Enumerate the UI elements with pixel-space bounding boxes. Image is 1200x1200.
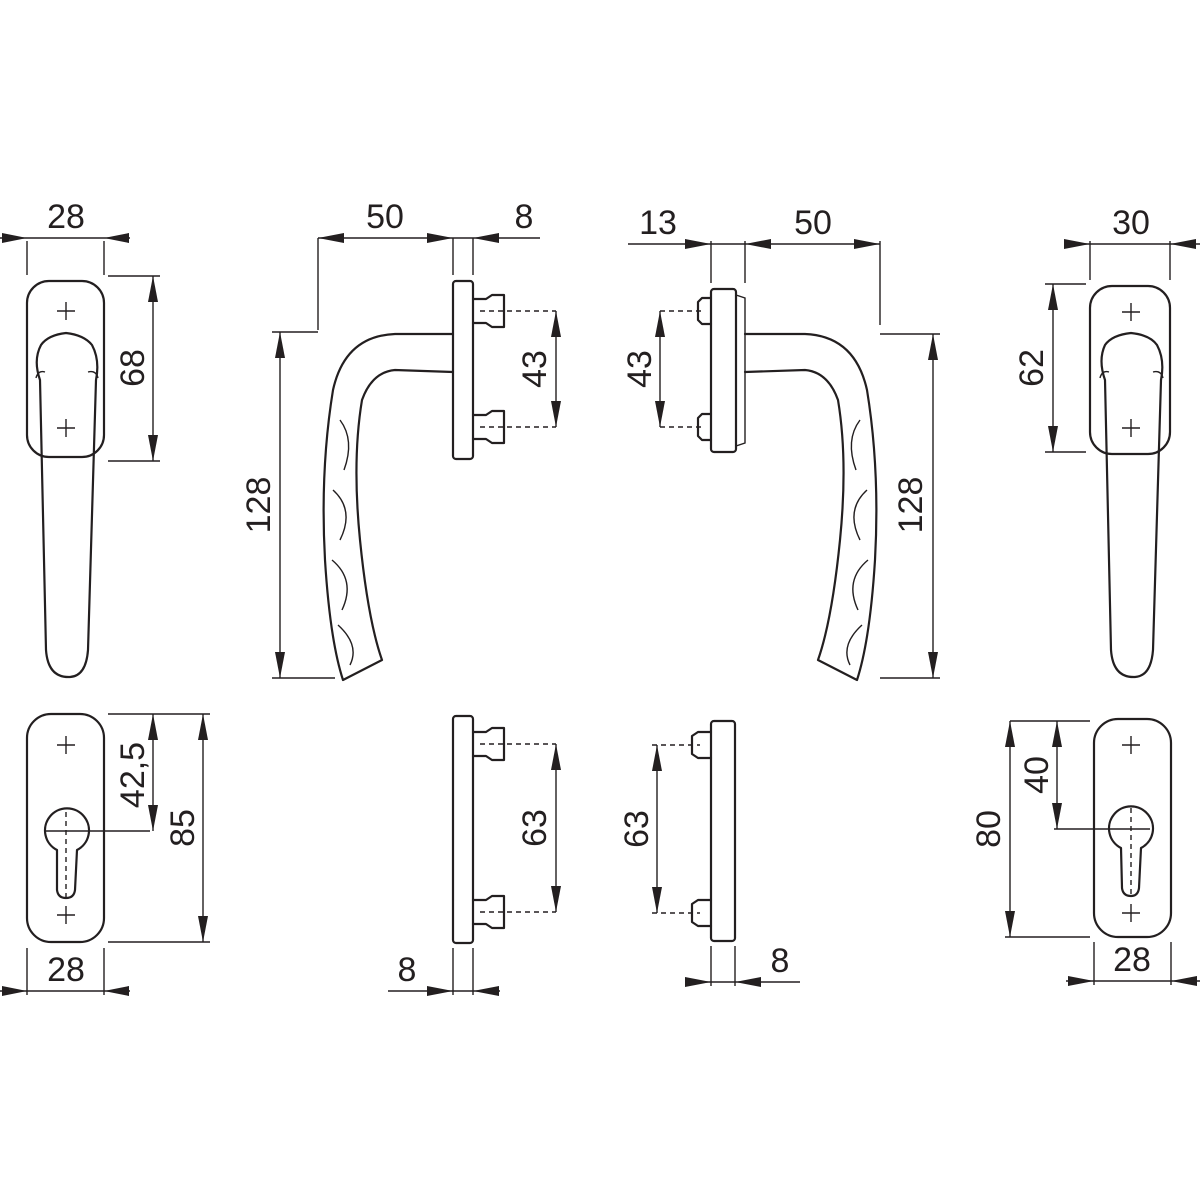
cylinder-keyhole (43, 807, 91, 900)
dim-height: 62 (1013, 349, 1051, 387)
keyhole-plate-right: 40 80 28 (970, 717, 1200, 986)
dim-height: 68 (114, 349, 152, 387)
dim-height: 85 (164, 809, 202, 847)
plate-side-left: 63 8 (388, 714, 561, 996)
side-view-left: 50 8 128 43 (240, 198, 561, 682)
handle-grip-outline (1100, 331, 1164, 679)
dim-thickness: 8 (398, 951, 417, 989)
plate-side-right: 63 8 (618, 719, 800, 987)
front-view-left: 28 68 (0, 198, 160, 679)
screw-mark-bottom (57, 419, 75, 437)
dim-width: 28 (47, 951, 85, 989)
plate-side-outline (709, 719, 737, 943)
dim-handle-height: 128 (240, 477, 278, 534)
rose-outline (1088, 284, 1172, 456)
cylinder-keyhole (1107, 805, 1155, 898)
dim-projection: 50 (366, 198, 404, 236)
dim-width: 28 (47, 198, 85, 236)
screw-mark-top (57, 302, 75, 320)
screw-mark-top (1122, 303, 1140, 321)
rose-outline (25, 279, 106, 459)
rose-side (451, 279, 475, 461)
dim-projection: 50 (794, 204, 832, 242)
handle-lever-side (322, 332, 455, 682)
fixing-pins (660, 296, 713, 442)
fixing-pins (471, 293, 556, 445)
dim-screw-spacing: 43 (516, 350, 554, 388)
dim-handle-height: 128 (892, 477, 930, 534)
plate-outline (1092, 717, 1173, 939)
dim-height: 80 (970, 810, 1008, 848)
dim-screw-spacing: 63 (516, 809, 554, 847)
keyhole-plate-left: 42,5 85 28 (0, 712, 210, 996)
dim-screw-spacing: 43 (621, 350, 659, 388)
dim-rose-thickness: 13 (639, 204, 677, 242)
plate-side-outline (451, 714, 475, 945)
dim-screw-spacing: 63 (618, 810, 656, 848)
dim-width: 30 (1112, 204, 1150, 242)
dim-width: 28 (1113, 941, 1151, 979)
plate-outline (25, 712, 106, 944)
front-view-right: 30 62 (1013, 204, 1200, 679)
handle-lever-side (743, 332, 878, 682)
dim-thickness: 8 (771, 942, 790, 980)
side-view-right: 13 50 128 43 (621, 204, 940, 682)
rose-side (709, 287, 738, 454)
handle-grip-outline (35, 331, 99, 679)
dim-keyhole-offset: 42,5 (114, 742, 152, 808)
dim-keyhole-offset: 40 (1018, 756, 1056, 794)
screw-mark-bottom (1122, 419, 1140, 437)
dim-rose-thickness: 8 (515, 198, 534, 236)
